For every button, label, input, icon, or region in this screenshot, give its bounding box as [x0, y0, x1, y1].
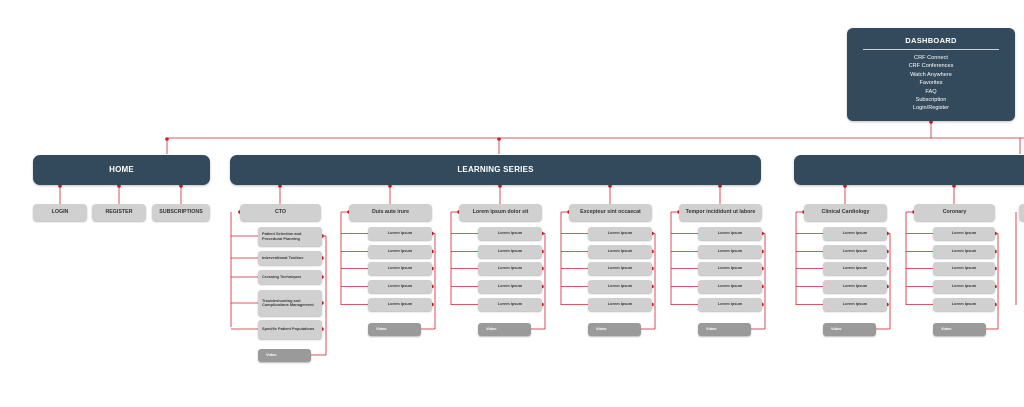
- series-node-partial[interactable]: [1019, 204, 1024, 221]
- series-item[interactable]: Lorem Ipsum: [368, 245, 432, 258]
- login-node[interactable]: LOGIN: [33, 204, 87, 221]
- subscriptions-node[interactable]: SUBSCRIPTIONS: [152, 204, 210, 221]
- series-item[interactable]: Lorem Ipsum: [823, 245, 887, 258]
- connector-dot: [498, 184, 502, 188]
- series-node[interactable]: Excepteur sint occaecat: [569, 204, 652, 221]
- connector-dot: [497, 137, 501, 141]
- series-video[interactable]: Video: [823, 323, 876, 336]
- dashboard-item-subscription[interactable]: Subscription: [915, 97, 947, 104]
- dashboard-card[interactable]: DASHBOARD CRF Connect CRF Conferences Wa…: [847, 28, 1015, 121]
- cto-video[interactable]: Video: [258, 349, 311, 362]
- series-item[interactable]: Lorem Ipsum: [933, 245, 995, 258]
- series-video[interactable]: Video: [478, 323, 531, 336]
- dashboard-title: DASHBOARD: [905, 36, 957, 45]
- series-item[interactable]: Lorem Ipsum: [823, 262, 887, 275]
- series-item[interactable]: Lorem Ipsum: [368, 227, 432, 240]
- series-item[interactable]: Lorem Ipsum: [933, 262, 995, 275]
- series-item[interactable]: Lorem Ipsum: [698, 280, 762, 293]
- dashboard-divider: [863, 49, 999, 50]
- cto-item-troubleshooting[interactable]: Troubleshooting and Complications Manage…: [258, 290, 322, 316]
- cto-item-interventional-toolbox[interactable]: Interventional Toolbox: [258, 251, 322, 265]
- dashboard-item-login-register[interactable]: Login/Register: [912, 105, 950, 112]
- connector-dot: [929, 120, 933, 124]
- series-item[interactable]: Lorem Ipsum: [478, 262, 542, 275]
- home-header[interactable]: HOME: [33, 155, 210, 185]
- series-video[interactable]: Video: [933, 323, 986, 336]
- series-item[interactable]: Lorem Ipsum: [588, 227, 652, 240]
- connector-dot: [718, 184, 722, 188]
- series-node[interactable]: Coronary: [914, 204, 995, 221]
- series-item[interactable]: Lorem Ipsum: [478, 298, 542, 311]
- series-item[interactable]: Lorem Ipsum: [823, 280, 887, 293]
- series-item[interactable]: Lorem Ipsum: [933, 298, 995, 311]
- connector-dot: [952, 184, 956, 188]
- series-item[interactable]: Lorem Ipsum: [823, 227, 887, 240]
- cto-node[interactable]: CTO: [240, 204, 321, 221]
- register-node[interactable]: REGISTER: [92, 204, 146, 221]
- series-item[interactable]: Lorem Ipsum: [368, 262, 432, 275]
- connector-dot: [117, 184, 121, 188]
- connector-dot: [608, 184, 612, 188]
- series-item[interactable]: Lorem Ipsum: [478, 227, 542, 240]
- connector-dot: [179, 184, 183, 188]
- series-item[interactable]: Lorem Ipsum: [933, 227, 995, 240]
- series-video[interactable]: Video: [368, 323, 421, 336]
- series-node[interactable]: Lorem ipsum dolor sit: [459, 204, 542, 221]
- series-item[interactable]: Lorem Ipsum: [588, 280, 652, 293]
- series-node[interactable]: Clinical Cardiology: [804, 204, 887, 221]
- dashboard-item-favorites[interactable]: Favorites: [919, 80, 943, 87]
- dashboard-item-crf-connect[interactable]: CRF Connect: [914, 55, 948, 61]
- series-item[interactable]: Lorem Ipsum: [368, 280, 432, 293]
- series-node[interactable]: Duis aute irure: [349, 204, 432, 221]
- series-item[interactable]: Lorem Ipsum: [478, 245, 542, 258]
- series-item[interactable]: Lorem Ipsum: [588, 298, 652, 311]
- cto-item-specific-populations[interactable]: Specific Patient Populations: [258, 320, 322, 339]
- third-section-header[interactable]: [794, 155, 1024, 185]
- series-video[interactable]: Video: [588, 323, 641, 336]
- cto-item-crossing-techniques[interactable]: Crossing Techniques: [258, 270, 322, 284]
- cto-item-patient-selection[interactable]: Patient Selection and Procedural Plannin…: [258, 227, 322, 246]
- connector-dot: [278, 184, 282, 188]
- series-item[interactable]: Lorem Ipsum: [698, 227, 762, 240]
- learning-series-header[interactable]: LEARNING SERIES: [230, 155, 761, 185]
- series-item[interactable]: Lorem Ipsum: [698, 245, 762, 258]
- dashboard-item-faq[interactable]: FAQ: [925, 88, 937, 95]
- series-video[interactable]: Video: [698, 323, 751, 336]
- connector-dot: [165, 137, 169, 141]
- series-item[interactable]: Lorem Ipsum: [933, 280, 995, 293]
- dashboard-item-crf-conferences[interactable]: CRF Conferences: [908, 63, 954, 70]
- series-item[interactable]: Lorem Ipsum: [478, 280, 542, 293]
- series-item[interactable]: Lorem Ipsum: [698, 298, 762, 311]
- series-item[interactable]: Lorem Ipsum: [698, 262, 762, 275]
- connector-dot: [388, 184, 392, 188]
- series-item[interactable]: Lorem Ipsum: [823, 298, 887, 311]
- series-item[interactable]: Lorem Ipsum: [368, 298, 432, 311]
- dashboard-item-watch-anywhere[interactable]: Watch Anywhere: [910, 71, 952, 78]
- series-node[interactable]: Tempor incididunt ut labore: [679, 204, 762, 221]
- series-item[interactable]: Lorem Ipsum: [588, 245, 652, 258]
- series-item[interactable]: Lorem Ipsum: [588, 262, 652, 275]
- connector-dot: [58, 184, 62, 188]
- connector-dot: [843, 184, 847, 188]
